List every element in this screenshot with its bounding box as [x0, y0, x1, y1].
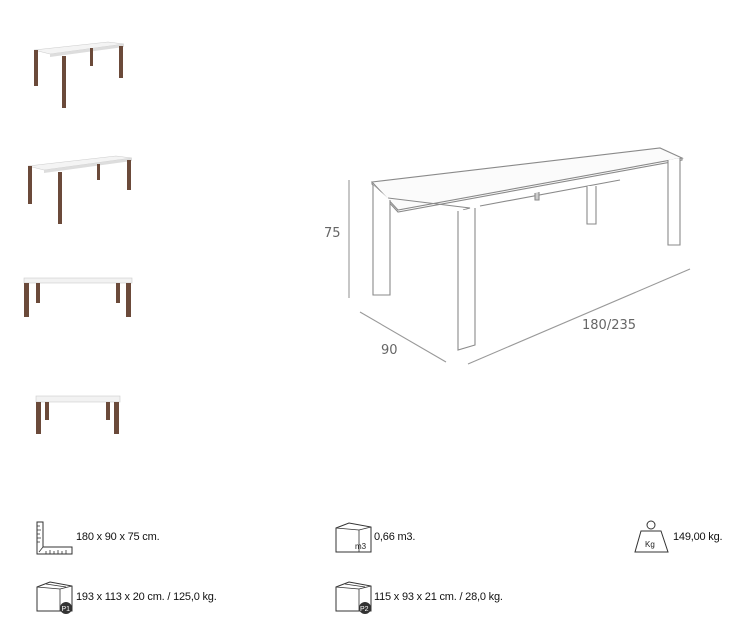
package2-spec: 115 x 93 x 21 cm. / 28,0 kg.	[374, 591, 503, 603]
cube-m3-icon: m3	[335, 522, 373, 554]
weight-kg-icon: Kg	[634, 520, 670, 554]
m3-badge: m3	[355, 542, 367, 551]
weight-spec: 149,00 kg.	[673, 531, 723, 543]
thumbnail-perspective-extended[interactable]	[24, 152, 134, 224]
dimensions-spec: 180 x 90 x 75 cm.	[76, 531, 160, 543]
package1-spec: 193 x 113 x 20 cm. / 125,0 kg.	[76, 591, 217, 603]
box-p1-icon: P1	[36, 581, 74, 615]
svg-text:Kg: Kg	[645, 540, 655, 549]
height-dimension-label: 75	[324, 226, 341, 241]
svg-text:P1: P1	[62, 606, 71, 613]
box-p2-icon: P2	[335, 581, 373, 615]
svg-text:P2: P2	[360, 606, 369, 613]
ruler-square-icon	[36, 521, 74, 555]
technical-drawing	[320, 140, 720, 380]
thumbnail-front-closed[interactable]	[34, 390, 124, 436]
depth-dimension-label: 90	[381, 343, 398, 358]
volume-spec: 0,66 m3.	[374, 531, 416, 543]
thumbnail-perspective-closed[interactable]	[28, 38, 128, 108]
thumbnail-front-extended[interactable]	[22, 274, 134, 320]
length-dimension-label: 180/235	[582, 318, 637, 333]
